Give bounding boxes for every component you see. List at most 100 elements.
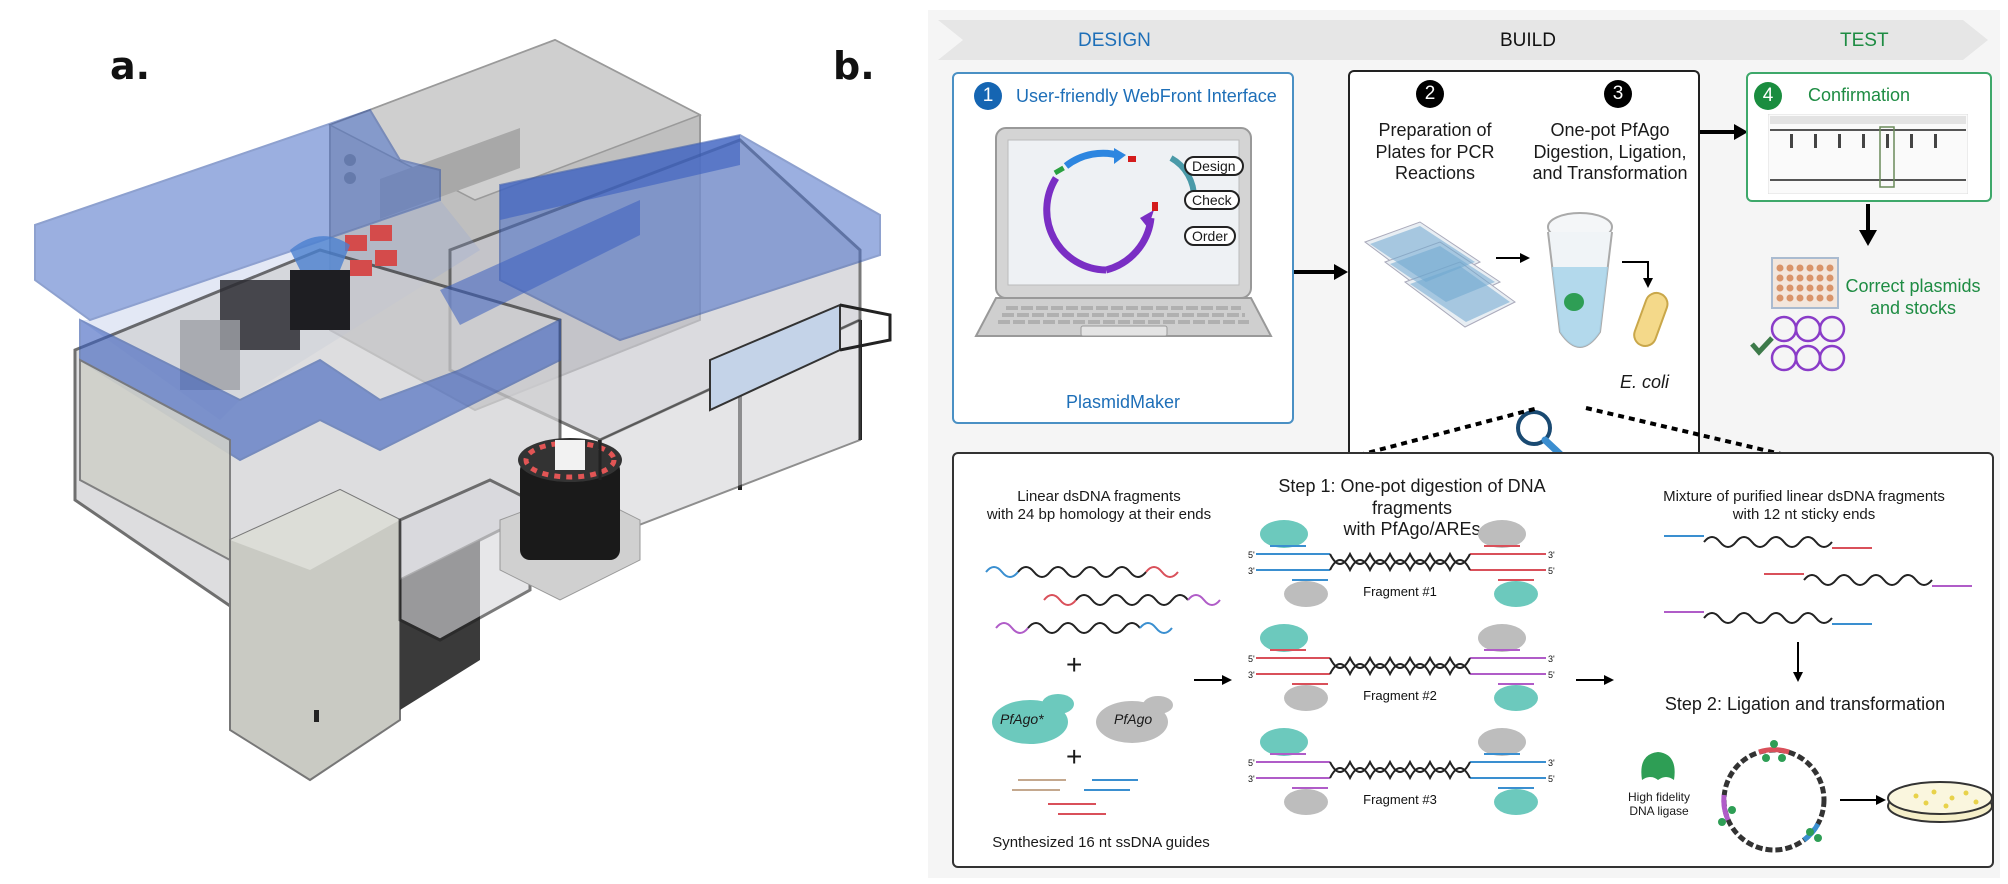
step-2-badge: 2 bbox=[1416, 80, 1444, 108]
design-box: 1 User-friendly WebFront Interface bbox=[952, 72, 1294, 424]
step-3-line-2: Digestion, Ligation, bbox=[1533, 141, 1687, 162]
ligase-label: High fidelity DNA ligase bbox=[1614, 790, 1704, 819]
dna-helix bbox=[1329, 559, 1471, 573]
mixture-title-line-2: with 12 nt sticky ends bbox=[1732, 506, 1876, 523]
robotic-platform-illustration bbox=[34, 38, 892, 782]
pfago-star-enzyme bbox=[1260, 624, 1308, 652]
strand-end-label: 3' bbox=[1248, 566, 1255, 576]
fragment-label: Fragment #1 bbox=[1363, 584, 1437, 599]
plus-sign-2: + bbox=[1066, 741, 1083, 772]
pfago-star-enzyme bbox=[1494, 581, 1538, 607]
plus-sign-1: + bbox=[1066, 649, 1083, 680]
magnifier-icon bbox=[1516, 410, 1564, 458]
menu-design-button[interactable]: Design bbox=[1184, 156, 1244, 176]
carousel-hotel bbox=[499, 438, 641, 601]
strand-end-label: 3' bbox=[1548, 550, 1555, 560]
dna-helix bbox=[1329, 759, 1471, 773]
pfago-star-enzyme bbox=[1494, 685, 1538, 711]
mixture-title: Mixture of purified linear dsDNA fragmen… bbox=[1634, 488, 1974, 524]
build-illustration bbox=[1363, 212, 1669, 348]
arrow-down-icon bbox=[1793, 642, 1803, 682]
strand-end-label: 5' bbox=[1248, 550, 1255, 560]
strand-end-label: 5' bbox=[1248, 758, 1255, 768]
step1-title-line-1: Step 1: One-pot digestion of DNA fragmen… bbox=[1278, 476, 1546, 518]
laptop-icon bbox=[974, 127, 1273, 337]
step1-title: Step 1: One-pot digestion of DNA fragmen… bbox=[1242, 476, 1582, 541]
dna-helix bbox=[1329, 551, 1471, 565]
dsdna-fragments-icon bbox=[985, 566, 1221, 634]
inputs-title: Linear dsDNA fragments with 24 bp homolo… bbox=[964, 488, 1234, 524]
test-box: 4 Confirmation bbox=[1746, 72, 1992, 202]
banner-arrow-shape bbox=[938, 20, 1988, 60]
arrow-right-icon bbox=[1576, 675, 1614, 685]
result-line-1: Correct plasmids bbox=[1845, 276, 1981, 296]
step-2-line-2: Plates for PCR bbox=[1375, 141, 1495, 162]
stock-plate-icon bbox=[1750, 257, 1846, 372]
panel-a-label: a. bbox=[110, 44, 151, 88]
arrow-right-icon bbox=[1840, 795, 1886, 805]
banner-build-label: BUILD bbox=[1500, 30, 1556, 51]
ssdna-guides-icon bbox=[1012, 779, 1138, 815]
panel-b-label: b. bbox=[833, 44, 875, 88]
build-box: 2 3 Preparation of Plates for PCR Reacti… bbox=[1348, 70, 1700, 464]
strand-end-label: 5' bbox=[1548, 566, 1555, 576]
sticky-end-fragments-icon bbox=[1664, 535, 1972, 625]
pfago-enzyme bbox=[1478, 728, 1526, 756]
step-2-title: Preparation of Plates for PCR Reactions bbox=[1350, 120, 1520, 185]
step-1-title: User-friendly WebFront Interface bbox=[1016, 86, 1277, 106]
e-coli-icon bbox=[1633, 291, 1669, 347]
pfago-enzymes-icon bbox=[992, 694, 1173, 744]
result-line-2: and stocks bbox=[1869, 297, 1957, 318]
dna-helix bbox=[1329, 767, 1471, 781]
step-3-badge: 3 bbox=[1604, 80, 1632, 108]
inputs-title-line-1: Linear dsDNA fragments bbox=[1017, 488, 1181, 505]
detail-box: Linear dsDNA fragments with 24 bp homolo… bbox=[952, 452, 1994, 868]
checkmark-icon bbox=[1750, 336, 1774, 356]
ligase-label-line-1: High fidelity bbox=[1627, 790, 1691, 804]
step-2-line-1: Preparation of bbox=[1378, 120, 1492, 140]
guides-label: Synthesized 16 nt ssDNA guides bbox=[992, 834, 1210, 851]
strand-end-label: 3' bbox=[1248, 774, 1255, 784]
menu-check-button[interactable]: Check bbox=[1184, 190, 1240, 210]
step-4-title: Confirmation bbox=[1808, 85, 1911, 105]
pfago-enzyme bbox=[1478, 520, 1526, 548]
strand-end-label: 3' bbox=[1548, 758, 1555, 768]
pfago-star-label: PfAgo* bbox=[1000, 711, 1044, 727]
reaction-tube-icon bbox=[1547, 212, 1613, 348]
banner-test-label: TEST bbox=[1840, 30, 1889, 51]
e-coli-label: E. coli bbox=[1620, 372, 1670, 392]
fragment-label: Fragment #2 bbox=[1363, 688, 1437, 703]
step-3-line-1: One-pot PfAgo bbox=[1550, 120, 1670, 140]
pfago-enzyme bbox=[1284, 581, 1328, 607]
workstation-rendering bbox=[20, 20, 900, 880]
ligase-label-line-2: DNA ligase bbox=[1629, 804, 1689, 819]
arrow-right-icon bbox=[1294, 264, 1348, 280]
step-3-line-3: and Transformation bbox=[1532, 163, 1688, 184]
inputs-title-line-2: with 24 bp homology at their ends bbox=[986, 506, 1212, 523]
step-2-line-3: Reactions bbox=[1394, 163, 1476, 184]
step-4-badge: 4 bbox=[1754, 82, 1782, 110]
banner-design-label: DESIGN bbox=[1078, 30, 1151, 51]
assembled-plasmid-icon bbox=[1718, 740, 1827, 853]
zoom-callout-lines bbox=[1347, 406, 1799, 460]
result-label: Correct plasmids and stocks bbox=[1833, 276, 1993, 319]
gel-electrophoresis-image bbox=[1768, 114, 1968, 194]
step2-title: Step 2: Ligation and transformation bbox=[1664, 694, 1946, 714]
pfago-enzyme bbox=[1478, 624, 1526, 652]
workflow-diagram: DESIGN BUILD TEST 1 User-friendly WebFro… bbox=[928, 10, 2000, 878]
step-3-title: One-pot PfAgo Digestion, Ligation, and T… bbox=[1520, 120, 1700, 185]
step-1-badge: 1 bbox=[974, 82, 1002, 110]
fragment-label: Fragment #3 bbox=[1363, 792, 1437, 807]
blue-rail-left bbox=[34, 108, 441, 322]
pcr-plates-icon bbox=[1363, 221, 1516, 328]
pfago-enzyme bbox=[1284, 789, 1328, 815]
menu-order-button[interactable]: Order bbox=[1184, 226, 1236, 246]
strand-end-label: 5' bbox=[1548, 670, 1555, 680]
pfago-star-enzyme bbox=[1260, 728, 1308, 756]
dna-helix bbox=[1329, 663, 1471, 677]
strand-end-label: 3' bbox=[1248, 670, 1255, 680]
arrow-right-icon bbox=[1700, 124, 1748, 140]
strand-end-label: 5' bbox=[1248, 654, 1255, 664]
arrow-right-icon bbox=[1194, 675, 1232, 685]
step1-title-line-2: with PfAgo/AREs bbox=[1343, 519, 1481, 540]
